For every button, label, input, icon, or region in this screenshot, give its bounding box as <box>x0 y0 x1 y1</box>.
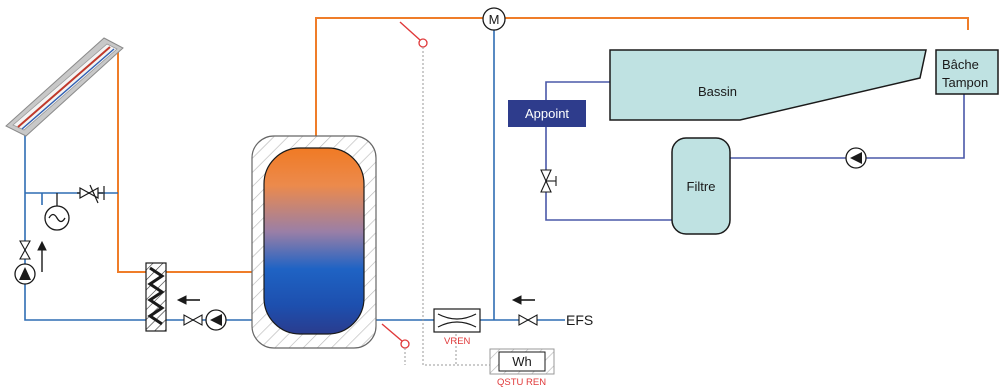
pool-circuit-pipes <box>545 81 965 221</box>
pool-basin: Bassin <box>609 49 927 121</box>
efs-flow-arrow <box>511 295 535 305</box>
tank-pump <box>205 309 227 331</box>
hot-pipes <box>117 17 969 273</box>
solar-pump <box>14 263 36 285</box>
heat-exchanger <box>145 262 167 332</box>
vren-flow-meter: VREN <box>433 308 481 347</box>
vren-label: VREN <box>444 336 471 347</box>
bassin-label: Bassin <box>698 84 737 99</box>
efs-label: EFS <box>566 312 593 328</box>
solar-collector <box>5 37 124 137</box>
qstu-label: QSTU REN <box>497 377 546 387</box>
expansion-vessel <box>44 193 70 231</box>
tank-check-valve <box>183 314 203 326</box>
storage-tank <box>251 135 377 349</box>
filter-vessel: Filtre <box>671 137 731 235</box>
flow-arrow-left-1 <box>176 295 200 305</box>
safety-valve <box>77 184 105 204</box>
appoint-box: Appoint <box>508 100 586 127</box>
temp-sensor-top <box>399 21 428 48</box>
solar-check-valve <box>19 240 31 260</box>
pool-pump <box>845 147 867 169</box>
wh-label: Wh <box>512 354 532 369</box>
energy-meter: M <box>482 7 506 31</box>
bache-label-line2: Tampon <box>942 75 988 90</box>
efs-check-valve <box>518 314 538 326</box>
appoint-valve <box>540 169 557 193</box>
sensor-wiring <box>404 47 490 366</box>
buffer-tank: Bâche Tampon <box>935 49 999 95</box>
appoint-label: Appoint <box>525 106 569 121</box>
filtre-label: Filtre <box>687 179 716 194</box>
flow-arrow-up <box>37 240 47 272</box>
bache-label-line1: Bâche <box>942 57 979 72</box>
meter-label: M <box>489 12 500 27</box>
temp-sensor-bottom <box>381 323 410 349</box>
wh-counter: Wh QSTU REN <box>489 348 555 387</box>
